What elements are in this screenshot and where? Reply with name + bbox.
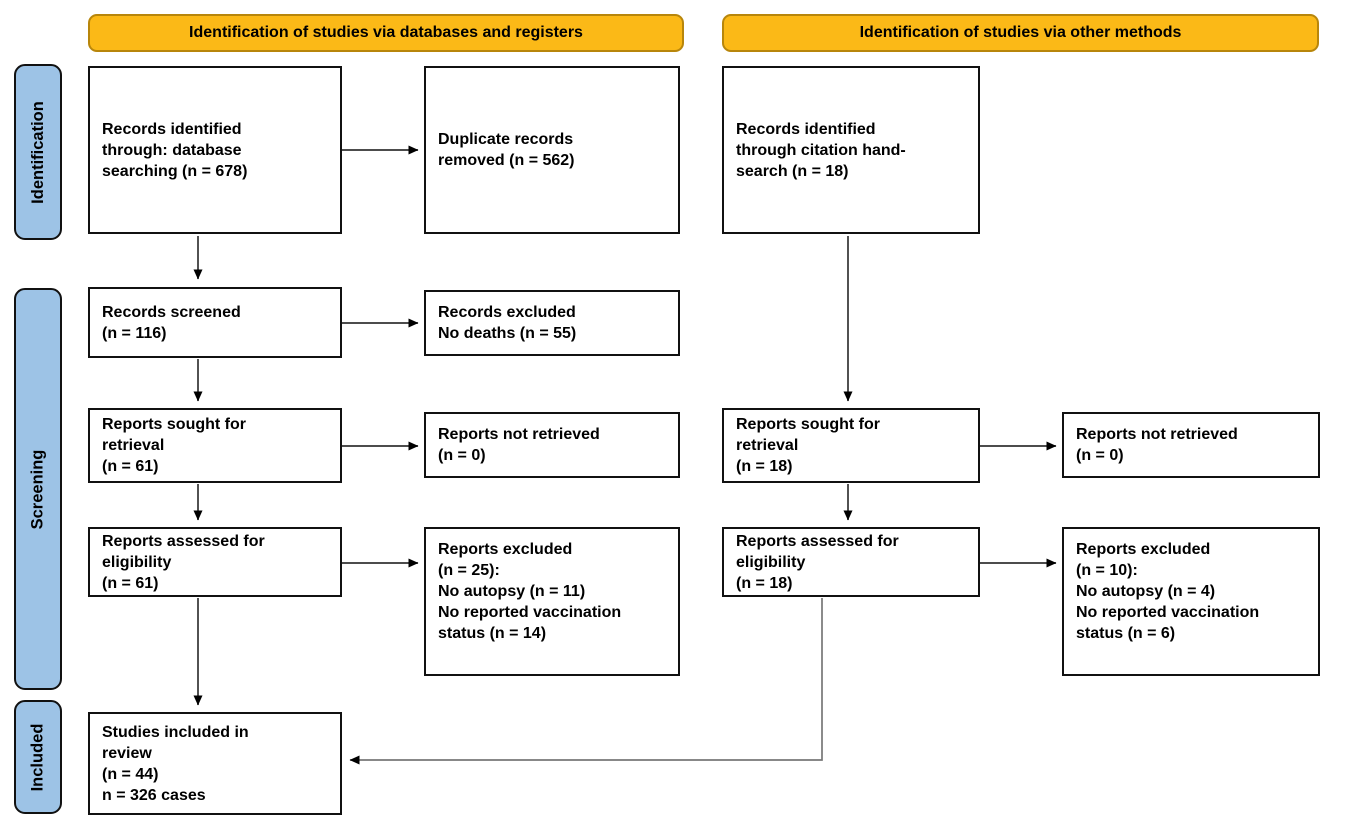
box-reports-sought-databases: Reports sought for retrieval (n = 61) [88, 408, 342, 483]
box-records-screened: Records screened (n = 116) [88, 287, 342, 358]
box-records-identified-databases: Records identified through: database sea… [88, 66, 342, 234]
box-reports-assessed-databases: Reports assessed for eligibility (n = 61… [88, 527, 342, 597]
box-records-identified-citation: Records identified through citation hand… [722, 66, 980, 234]
stage-identification-label: Identification [28, 100, 47, 204]
stage-included-label: Included [28, 723, 47, 791]
box-reports-assessed-other: Reports assessed for eligibility (n = 18… [722, 527, 980, 597]
header-other-methods: Identification of studies via other meth… [722, 14, 1319, 52]
box-duplicates-removed: Duplicate records removed (n = 562) [424, 66, 680, 234]
box-studies-included: Studies included in review (n = 44) n = … [88, 712, 342, 815]
stage-included: Included [14, 700, 62, 814]
box-reports-not-retrieved-databases: Reports not retrieved (n = 0) [424, 412, 680, 478]
stage-screening: Screening [14, 288, 62, 690]
box-reports-excluded-other: Reports excluded (n = 10): No autopsy (n… [1062, 527, 1320, 676]
header-databases-registers: Identification of studies via databases … [88, 14, 684, 52]
box-reports-sought-other: Reports sought for retrieval (n = 18) [722, 408, 980, 483]
box-reports-excluded-databases: Reports excluded (n = 25): No autopsy (n… [424, 527, 680, 676]
box-reports-not-retrieved-other: Reports not retrieved (n = 0) [1062, 412, 1320, 478]
stage-screening-label: Screening [28, 449, 47, 529]
stage-identification: Identification [14, 64, 62, 240]
box-records-excluded: Records excluded No deaths (n = 55) [424, 290, 680, 356]
